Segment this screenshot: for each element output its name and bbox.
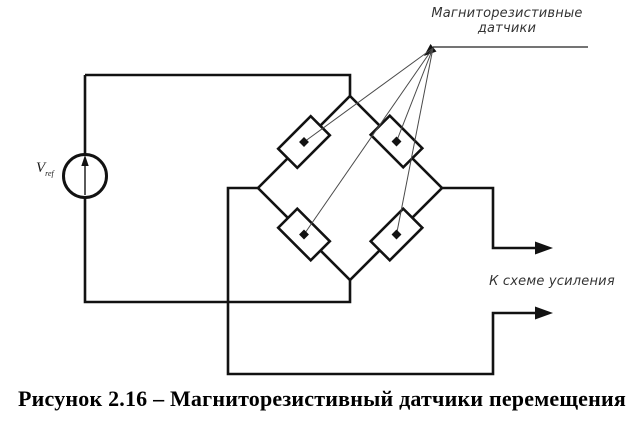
sensors-label: Магниторезистивные датчики (407, 6, 607, 36)
leader-line-3 (303, 47, 434, 235)
leader-line-2 (396, 47, 434, 142)
output-label: К схеме усиления (489, 274, 615, 289)
wire-output-top (442, 186, 536, 250)
leader-line-4 (396, 47, 434, 235)
source-label: Vref (36, 160, 54, 178)
figure-caption: Рисунок 2.16 – Магниторезистивный датчик… (18, 386, 626, 411)
leader-line-1 (303, 47, 434, 143)
sensors-label-line2: датчики (477, 21, 537, 36)
bridge-diamond (256, 94, 444, 282)
output-arrow-bottom (535, 306, 553, 320)
source-label-subscript: ref (45, 169, 54, 178)
source-arrow-head (81, 155, 89, 166)
wire-bottom (83, 197, 352, 304)
leader-lines (303, 44, 588, 235)
wire-output-bottom (226, 186, 536, 376)
voltage-source-symbol (62, 153, 108, 199)
output-arrow-top (535, 241, 553, 255)
sensors-label-line1: Магниторезистивные (431, 6, 583, 21)
wire-top (85, 73, 352, 96)
source-label-symbol: V (36, 160, 46, 176)
